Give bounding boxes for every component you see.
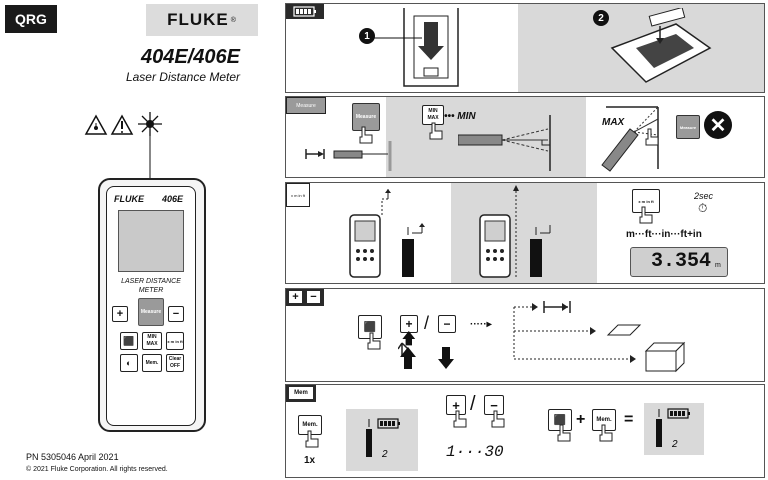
units-button[interactable]: x m in ft [632, 189, 660, 213]
or-slash: / [424, 313, 430, 333]
down-arrow-icon [424, 22, 438, 46]
memory-range: 1···30 [446, 443, 504, 461]
min-distance-drawing [458, 115, 551, 171]
device-minus-button[interactable]: − [168, 306, 184, 322]
brand-name: FLUKE [167, 10, 229, 29]
measure-modes-flow [513, 301, 686, 373]
finger-press-icon-5 [367, 332, 381, 350]
device-minmax-button[interactable]: MIN MAX [142, 332, 162, 350]
laser-burst-icon [138, 112, 162, 136]
finger-press-icon-6 [305, 430, 319, 448]
measure-tag: Measure [286, 97, 326, 114]
finger-press-icon [359, 126, 373, 144]
max-label: MAX [602, 117, 625, 128]
stopwatch-icon: ⏱ [698, 201, 708, 215]
battery-panel: 1 2 [285, 3, 765, 93]
laser-beam [149, 136, 151, 184]
device-light-button[interactable]: ◐ [120, 354, 138, 372]
qrg-badge: QRG [5, 5, 57, 33]
area-cube-icon: ⬛ [123, 335, 135, 346]
unit-lcd: 3.354 m [630, 247, 728, 277]
device-model: 406E [162, 194, 184, 204]
svg-text:2: 2 [671, 439, 678, 450]
part-number: PN 5305046 April 2021 [26, 452, 119, 462]
plus-minus-panel: + − ⬛ + / − ·····▸ [285, 288, 765, 382]
device-front-reference [349, 189, 425, 278]
device-label-2: METER [138, 287, 164, 294]
light-icon: ◐ [126, 357, 132, 368]
min-label: ••• MIN [444, 111, 476, 122]
brand-mark: ® [230, 16, 237, 24]
max-distance-drawing [601, 106, 659, 172]
mem-result-icons: 2 [656, 408, 690, 450]
finger-press-icon-4 [639, 206, 653, 224]
tag-minus: − [307, 291, 320, 303]
units-tag: x m in ft [286, 183, 310, 207]
device-area-button[interactable]: ⬛ [120, 332, 138, 350]
copyright: © 2021 Fluke Corporation. All rights res… [26, 466, 168, 473]
finger-press-icon-2 [429, 122, 443, 140]
model-title: 404E/406E [141, 46, 240, 68]
device-rear-reference [479, 185, 551, 278]
memory-panel: Mem Mem. 1x 2 + / − 1···30 ⬛ + Mem. = 2 [285, 384, 765, 478]
area-cube-icon-3: ⬛ [553, 414, 567, 426]
mem-display-icons: 2 [366, 418, 400, 460]
brand-logo: FLUKE® [146, 4, 258, 36]
mem-tag-label: Mem [289, 387, 313, 399]
finger-press-icon-9 [557, 424, 571, 442]
device-mem-button[interactable]: Mem. [142, 354, 162, 372]
battery-cover-drawing [403, 8, 459, 87]
measure-panel: Measure Measure MIN MAX ••• MIN MAX Meas… [285, 96, 765, 178]
step-2-badge: 2 [593, 10, 609, 26]
flow-arrow-dots: ·····▸ [470, 319, 492, 330]
warning-icons [84, 112, 162, 136]
device-plus-button[interactable]: + [112, 306, 128, 322]
volume-icon [645, 350, 677, 372]
op-equals: = [624, 411, 634, 428]
measure-button[interactable]: Measure [352, 103, 380, 131]
mem-tag: Mem [286, 385, 316, 402]
caution-icon [110, 114, 134, 135]
battery-insert-drawing [610, 8, 712, 83]
device-label-1: LASER DISTANCE [121, 278, 181, 285]
step-1-badge: 1 [359, 28, 375, 44]
finger-press-icon-8 [491, 410, 505, 428]
mount-rear-area [451, 183, 597, 283]
device-brand: FLUKE [114, 194, 144, 204]
device-units-button[interactable]: x m in ft [166, 332, 184, 350]
minus-button[interactable]: − [438, 315, 456, 333]
finger-press-icon-3 [645, 128, 659, 146]
lcd-unit: m [715, 262, 721, 269]
finger-press-icon-7 [453, 410, 467, 428]
device-illustration: FLUKE 406E LASER DISTANCE METER + Measur… [98, 178, 206, 432]
mem-or-slash: / [470, 393, 476, 415]
area-cube-icon-2: ⬛ [363, 321, 377, 333]
finger-press-icon-10 [599, 424, 613, 442]
reference-distance-drawing [305, 141, 392, 171]
press-count: 1x [304, 455, 316, 466]
cancel-x-icon: ✕ [704, 111, 732, 139]
product-subtitle: Laser Distance Meter [125, 70, 240, 84]
battery-icon [648, 8, 686, 27]
tag-plus: + [289, 291, 302, 303]
device-measure-button[interactable]: Measure [138, 298, 164, 326]
plus-minus-arrows [398, 331, 454, 369]
area-icon [606, 324, 642, 336]
plus-button[interactable]: + [400, 315, 418, 333]
plus-minus-tag: + − [286, 289, 324, 306]
svg-text:2: 2 [381, 449, 388, 460]
units-panel: x m in ft x m in ft 2sec ⏱ m···ft···in··… [285, 182, 765, 284]
battery-tag [286, 4, 324, 19]
two-second-label: 2sec [694, 191, 714, 201]
laser-warning-icon [84, 114, 108, 135]
device-display [118, 210, 184, 272]
op-plus: + [576, 411, 586, 428]
device-clear-button[interactable]: Clear OFF [166, 354, 184, 372]
measure-button-2[interactable]: Measure [676, 115, 700, 139]
unit-sequence: m···ft···in···ft+in [626, 229, 702, 240]
lcd-reading: 3.354 [651, 250, 712, 273]
